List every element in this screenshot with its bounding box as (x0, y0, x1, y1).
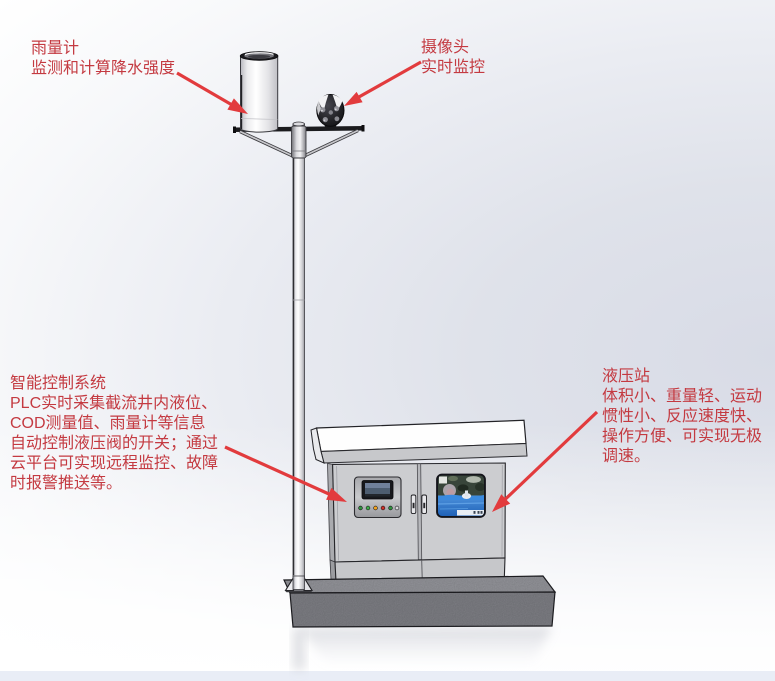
cabinet-roof (310, 419, 528, 464)
callout-smart-control: 智能控制系统 PLC实时采集截流井内液位、 COD测量值、雨量计等信息 自动控制… (10, 374, 218, 494)
rain-gauge-body (240, 56, 279, 133)
door-window (436, 473, 486, 518)
plc-control-panel[interactable] (353, 476, 402, 519)
indicator-buttons[interactable] (358, 505, 400, 511)
arrow-smart-control (224, 445, 347, 502)
pole-collar (291, 125, 307, 159)
door-handle-right[interactable] (421, 494, 427, 515)
callout-hydraulic: 液压站 体积小、重量轻、运动 惯性小、反应速度快、 操作方便、可实现无极 调速。 (602, 367, 762, 467)
door-handle-left[interactable] (410, 494, 417, 515)
callout-camera-title: 摄像头 (421, 39, 470, 56)
callout-rain-gauge: 雨量计 监测和计算降水强度 (31, 39, 175, 79)
arrow-rain-gauge (176, 71, 248, 114)
door-gap (416, 463, 423, 561)
callout-smart-control-line: 云平台可实现远程监控、故障 (10, 455, 219, 472)
pole (292, 121, 305, 583)
strut-left (239, 129, 296, 159)
callout-rain-gauge-title: 雨量计 (31, 40, 80, 57)
floor-shadow (0, 627, 775, 681)
callout-rain-gauge-line: 监测和计算降水强度 (31, 60, 176, 77)
rain-gauge (239, 51, 279, 133)
control-cabinet (310, 419, 528, 593)
pole-cap (292, 121, 305, 127)
window-picture (438, 475, 484, 516)
callout-hydraulic-title: 液压站 (602, 368, 651, 385)
callout-smart-control-line: PLC实时采集截流井内液位、 (10, 395, 218, 412)
callout-hydraulic-line: 惯性小、反应速度快、 (602, 408, 763, 425)
surveillance-camera (316, 94, 345, 130)
callout-smart-control-line: COD测量值、雨量计等信息 (10, 415, 206, 432)
callout-smart-control-line: 自动控制液压阀的开关；通过 (10, 435, 219, 452)
platform-base (283, 575, 557, 628)
callout-hydraulic-line: 调速。 (602, 448, 651, 465)
strut-right (301, 128, 359, 159)
pole-shaft (292, 123, 305, 583)
callout-hydraulic-line: 体积小、重量轻、运动 (602, 388, 763, 405)
callout-camera: 摄像头 实时监控 (421, 38, 485, 78)
arrow-camera (344, 60, 422, 106)
arrow-hydraulic (492, 410, 599, 512)
floor-strip (0, 671, 775, 681)
callout-smart-control-title: 智能控制系统 (10, 375, 107, 392)
callout-camera-line: 实时监控 (421, 59, 486, 76)
callout-hydraulic-line: 操作方便、可实现无极 (602, 428, 763, 445)
annotation-arrows (176, 60, 599, 512)
pole-foot (284, 575, 313, 593)
callout-smart-control-line: 时报警推送等。 (10, 475, 123, 492)
